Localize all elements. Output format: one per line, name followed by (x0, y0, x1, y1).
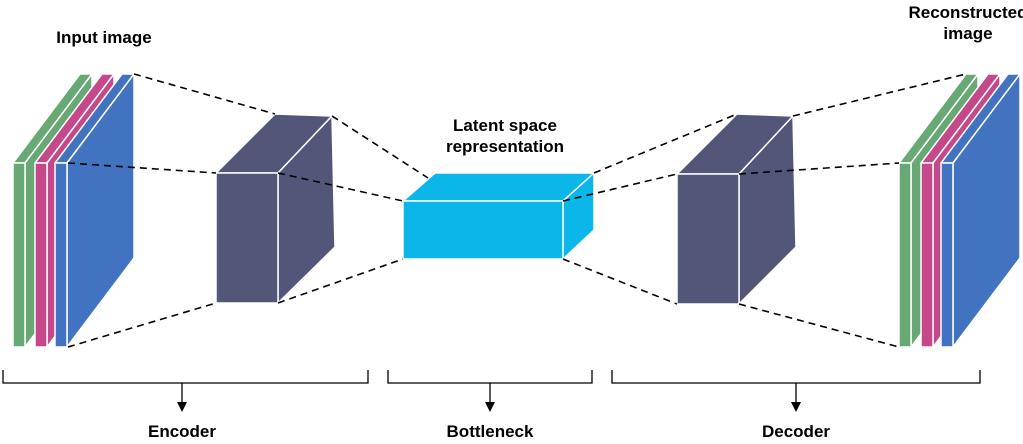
blue-channel-plate (940, 73, 1021, 348)
latent-label-line2: representation (446, 137, 564, 156)
encoder-label: Encoder (148, 422, 216, 441)
latent-label-line1: Latent space (453, 116, 557, 135)
reconstructed-image-stack (898, 73, 1021, 348)
projection-lines (67, 73, 967, 348)
reconstructed-label-line1: Reconstructed (908, 3, 1023, 22)
blue-channel-plate (54, 73, 135, 348)
bottleneck-bracket (387, 370, 593, 412)
input-image-label: Input image (56, 28, 151, 47)
encoder-block (215, 113, 336, 304)
input-image-stack (12, 73, 135, 348)
reconstructed-label-line2: image (943, 24, 992, 43)
decoder-block (676, 113, 797, 305)
decoder-bracket (611, 370, 981, 412)
decoder-label: Decoder (762, 422, 830, 441)
encoder-bracket (2, 370, 369, 412)
latent-block (402, 172, 595, 260)
bottleneck-label: Bottleneck (447, 422, 534, 441)
